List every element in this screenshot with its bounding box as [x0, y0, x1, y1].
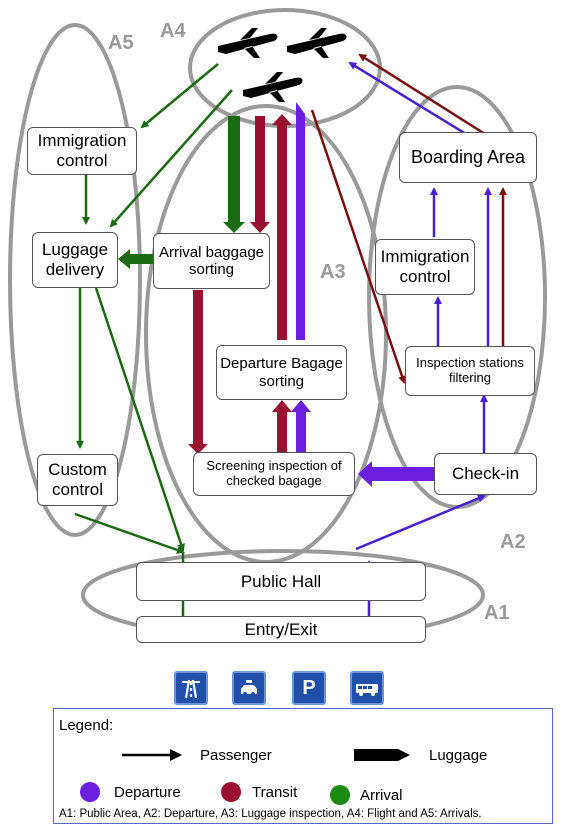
motorway-icon	[174, 671, 208, 705]
luggage-arrow-icon	[354, 749, 410, 761]
passenger-flow-transit	[358, 53, 486, 136]
plane-icon	[243, 72, 303, 102]
node-check-in: Check-in	[434, 453, 537, 495]
departure-color-icon	[80, 782, 100, 802]
area-label-a4: A4	[160, 20, 186, 42]
luggage-flow-transit-dep-sort	[272, 400, 292, 452]
luggage-flow-checkin-screen	[358, 461, 434, 487]
luggage-flow-departure-dep-sort	[291, 400, 311, 452]
node-boarding-area: Boarding Area	[399, 132, 537, 183]
legend-footnote: A1: Public Area, A2: Departure, A3: Lugg…	[59, 808, 482, 820]
bus-icon	[350, 671, 384, 705]
luggage-flow-departure-out	[296, 102, 305, 340]
node-public-hall: Public Hall	[136, 562, 426, 601]
legend-luggage-label: Luggage	[429, 747, 488, 764]
node-immigration-arrival: Immigration control	[27, 127, 137, 175]
luggage-flow-transit-in	[250, 116, 270, 233]
node-arrival-sorting: Arrival baggage sorting	[153, 233, 270, 289]
node-luggage-delivery: Luggage delivery	[32, 232, 118, 288]
passenger-arrow-icon	[122, 749, 182, 761]
passenger-flow-transit	[310, 109, 406, 384]
taxi-icon	[232, 671, 266, 705]
passenger-flow-arrival	[140, 63, 219, 129]
plane-icon	[218, 28, 278, 58]
node-entry-exit: Entry/Exit	[136, 616, 426, 643]
flow-diagram	[8, 8, 547, 641]
passenger-flow-departure	[348, 61, 467, 136]
area-label-a1: A1	[484, 602, 510, 624]
node-departure-sorting: Departure Bagage sorting	[216, 345, 347, 400]
luggage-flow-transit-out	[272, 114, 292, 340]
node-immigration-departure: Immigration control	[375, 239, 475, 295]
area-a5-ellipse	[8, 23, 142, 537]
node-custom-control: Custom control	[37, 454, 118, 506]
legend-arrival-label: Arrival	[360, 787, 403, 804]
legend-transit-label: Transit	[252, 784, 298, 801]
arrival-color-icon	[330, 785, 350, 805]
legend-passenger-label: Passenger	[200, 747, 272, 764]
legend-departure-label: Departure	[114, 784, 181, 801]
passenger-flow-arrival	[74, 512, 185, 554]
passenger-flow-departure	[355, 494, 486, 551]
node-screening: Screening inspection of checked bagage	[193, 452, 355, 496]
legend-title: Legend:	[59, 717, 114, 734]
node-inspection-stations: Inspection stations filtering	[405, 346, 535, 396]
transit-color-icon	[221, 782, 241, 802]
parking-icon: P	[292, 671, 326, 705]
passenger-flow-arrival	[94, 287, 185, 552]
area-label-a3: A3	[320, 261, 346, 283]
legend: Legend: Passenger Luggage Departure Tran…	[53, 708, 553, 824]
luggage-flow-to-delivery	[118, 249, 155, 269]
luggage-flow-arrival-in	[223, 116, 245, 233]
luggage-flow-transit-screen	[188, 290, 208, 454]
plane-icon	[287, 28, 347, 58]
area-label-a2: A2	[500, 531, 526, 553]
area-label-a5: A5	[108, 32, 134, 54]
passenger-flow-arrival	[109, 89, 233, 228]
